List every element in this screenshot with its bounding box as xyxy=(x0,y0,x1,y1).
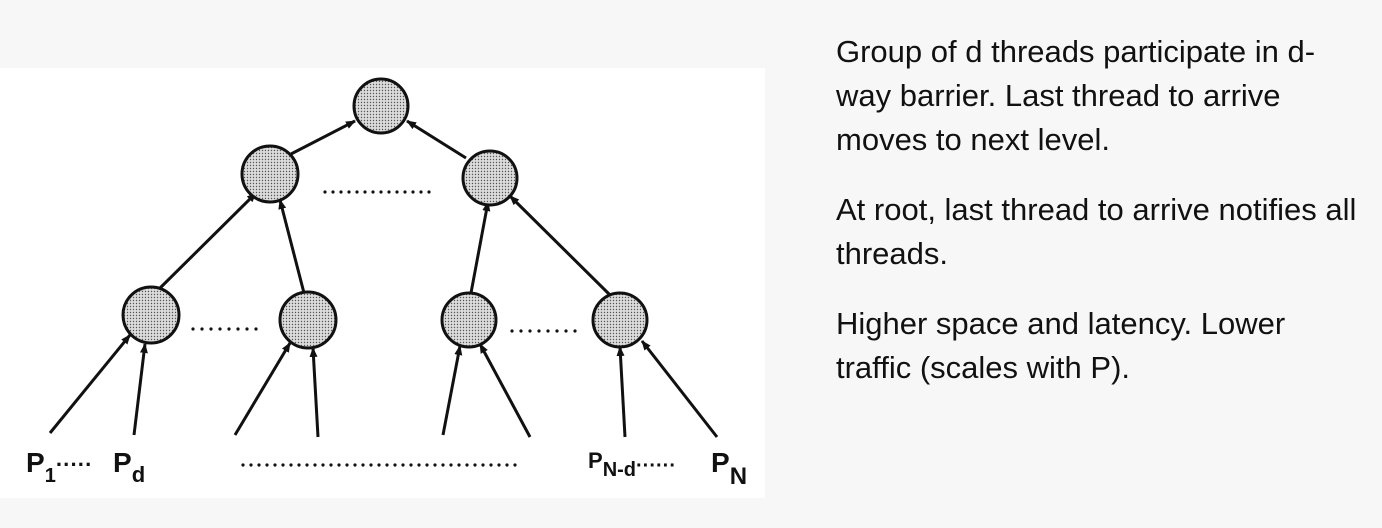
label-pnd: PN-d······ xyxy=(588,448,676,481)
edge-mid-1 xyxy=(153,191,258,295)
edge-leaf-1 xyxy=(48,334,132,434)
root-node xyxy=(352,77,410,135)
leaf-labels: P1····· Pd PN-d······ PN xyxy=(26,447,747,490)
level2-node-1 xyxy=(121,285,181,345)
leaf-edges xyxy=(48,334,719,438)
edge-leaf-4 xyxy=(309,347,320,438)
label-pn: PN xyxy=(711,447,747,490)
level1-node-right xyxy=(461,149,519,207)
edge-leaf-7 xyxy=(616,346,627,438)
level1-node-left xyxy=(240,144,300,204)
edge-leaf-2 xyxy=(132,343,148,436)
ellipsis-level2-right xyxy=(510,329,577,333)
edge-leaf-8 xyxy=(640,340,719,438)
note-group-barrier: Group of d threads participate in d-way … xyxy=(836,34,1316,157)
label-pd: Pd xyxy=(113,447,145,487)
level2-node-3 xyxy=(440,291,498,349)
note-root-notify: At root, last thread to arrive notifies … xyxy=(836,192,1357,271)
tree-nodes xyxy=(121,77,649,350)
notes-panel: Group of d threads participate in d-way … xyxy=(836,30,1366,416)
level2-node-4 xyxy=(591,291,649,349)
edge-leaf-5 xyxy=(441,345,463,436)
level2-node-2 xyxy=(278,290,338,350)
note-tradeoffs: Higher space and latency. Lower traffic … xyxy=(836,306,1286,385)
edge-mid-4 xyxy=(508,194,612,297)
edge-leaf-6 xyxy=(478,343,532,438)
label-p1: P1····· xyxy=(26,447,92,487)
edge-mid-3 xyxy=(469,201,491,294)
ellipsis-level1 xyxy=(323,190,431,194)
edge-leaf-3 xyxy=(233,342,292,436)
edge-top-1 xyxy=(290,119,356,156)
tree-barrier-diagram: P1····· Pd PN-d······ PN xyxy=(26,77,747,490)
ellipsis-leaves xyxy=(241,463,517,467)
ellipses xyxy=(191,190,577,467)
mid-edges xyxy=(153,191,612,297)
tree-barrier-figure: P1····· Pd PN-d······ PN xyxy=(0,68,765,498)
edge-mid-2 xyxy=(278,199,306,294)
top-edges xyxy=(290,119,467,160)
edge-top-2 xyxy=(406,119,467,160)
ellipsis-level2-left xyxy=(191,327,258,331)
